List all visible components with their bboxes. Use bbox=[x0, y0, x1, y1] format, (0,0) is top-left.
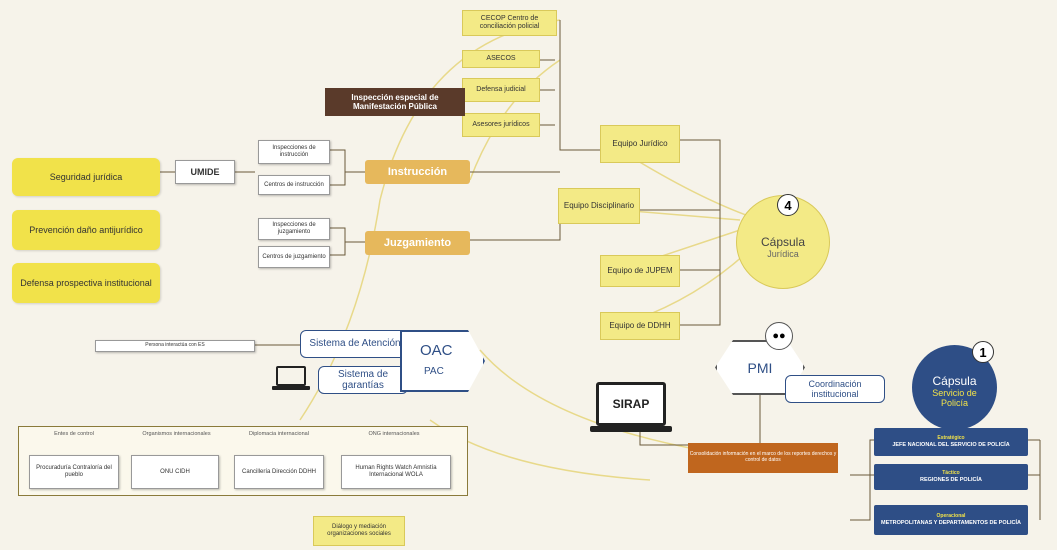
section-box-organismos: ONU CIDH bbox=[131, 455, 219, 489]
nivel-estrategico-box: Estratégico JEFE NACIONAL DEL SERVICIO D… bbox=[874, 428, 1028, 456]
consolidacion-box: Consolidación información en el marco de… bbox=[688, 443, 838, 473]
people-icon: ●● bbox=[765, 322, 793, 350]
equipo-disciplinario-box: Equipo Disciplinario bbox=[558, 188, 640, 224]
capsula-juridica-circle: 4 Cápsula Jurídica bbox=[736, 194, 830, 289]
centros-instruccion-box: Centros de instrucción bbox=[258, 175, 330, 195]
sirap-label: SIRAP bbox=[612, 397, 650, 411]
coordinacion-institucional-box: Coordinación institucional bbox=[785, 375, 885, 403]
centros-juzgamiento-box: Centros de juzgamiento bbox=[258, 246, 330, 268]
capsula-1-number: 1 bbox=[972, 341, 994, 363]
defensa-judicial-box: Defensa judicial bbox=[462, 78, 540, 102]
capsula-servicio-circle: 1 Cápsula Servicio de Policía bbox=[912, 341, 997, 430]
pac-label: PAC bbox=[424, 366, 444, 377]
equipo-ddhh-box: Equipo de DDHH bbox=[600, 312, 680, 340]
capsula-1-subtitle: Servicio de Policía bbox=[932, 387, 977, 408]
instruccion-box: Instrucción bbox=[365, 160, 470, 184]
section-box-entes: Procuraduría Contraloría del pueblo bbox=[29, 455, 119, 489]
equipo-juridico-box: Equipo Jurídico bbox=[600, 125, 680, 163]
equipo-jupem-box: Equipo de JUPEM bbox=[600, 255, 680, 287]
nivel-operacional-name: METROPOLITANAS Y DEPARTAMENTOS DE POLICÍ… bbox=[881, 519, 1021, 526]
inspecciones-juzgamiento-box: Inspecciones de juzgamiento bbox=[258, 218, 330, 240]
section-title-entes: Entes de control bbox=[54, 431, 94, 437]
capsula-4-number: 4 bbox=[777, 194, 799, 216]
dialogo-mediacion-box: Diálogo y mediación organizaciones socia… bbox=[313, 516, 405, 546]
nivel-operacional-box: Operacional METROPOLITANAS Y DEPARTAMENT… bbox=[874, 505, 1028, 535]
pmi-hexagon: PMI bbox=[715, 340, 805, 395]
prevencion-dano-box: Prevención daño antijurídico bbox=[12, 210, 160, 250]
asecos-box: ASECOS bbox=[462, 50, 540, 68]
sirap-laptop: SIRAP bbox=[590, 382, 672, 436]
nivel-operacional-tag: Operacional bbox=[936, 512, 966, 519]
nivel-estrategico-name: JEFE NACIONAL DEL SERVICIO DE POLICÍA bbox=[892, 441, 1010, 448]
sistema-garantias-box: Sistema de garantías bbox=[318, 366, 408, 394]
capsula-4-title: Cápsula bbox=[760, 235, 806, 249]
section-box-ong: Human Rights Watch Amnistía Internaciona… bbox=[341, 455, 451, 489]
sistema-atencion-box: Sistema de Atención bbox=[300, 330, 410, 358]
umide-box: UMIDE bbox=[175, 160, 235, 184]
nivel-tactico-tag: Táctico bbox=[942, 469, 960, 476]
inspecciones-instruccion-box: Inspecciones de instrucción bbox=[258, 140, 330, 164]
section-title-ong: ONG internacionales bbox=[368, 431, 420, 437]
capsula-1-title: Cápsula bbox=[932, 373, 977, 388]
nivel-estrategico-tag: Estratégico bbox=[937, 434, 965, 441]
juzgamiento-box: Juzgamiento bbox=[365, 231, 470, 255]
nivel-tactico-box: Táctico REGIONES DE POLICÍA bbox=[874, 464, 1028, 490]
section-box-diplomacia: Cancillería Dirección DDHH bbox=[234, 455, 324, 489]
cecop-box: CECOP Centro de conciliación policial bbox=[462, 10, 557, 36]
pmi-label: PMI bbox=[747, 359, 773, 376]
international-panel: Entes de control Procuraduría Contralorí… bbox=[18, 426, 468, 496]
oac-label: OAC bbox=[420, 342, 453, 359]
laptop-icon bbox=[272, 366, 310, 392]
section-title-diplomacia: Diplomacia internacional bbox=[249, 431, 309, 437]
seguridad-juridica-box: Seguridad jurídica bbox=[12, 158, 160, 196]
section-title-organismos: Organismos internacionales bbox=[142, 431, 211, 437]
capsula-4-subtitle: Jurídica bbox=[767, 249, 799, 259]
defensa-prospectiva-box: Defensa prospectiva institucional bbox=[12, 263, 160, 303]
oac-hexagon: OAC PAC bbox=[400, 330, 485, 392]
nivel-tactico-name: REGIONES DE POLICÍA bbox=[919, 476, 983, 483]
inspeccion-especial-box: Inspección especial de Manifestación Púb… bbox=[325, 88, 465, 116]
asesores-juridicos-box: Asesores jurídicos bbox=[462, 113, 540, 137]
persona-interactua-box: Persona interactúa con ES bbox=[95, 340, 255, 352]
